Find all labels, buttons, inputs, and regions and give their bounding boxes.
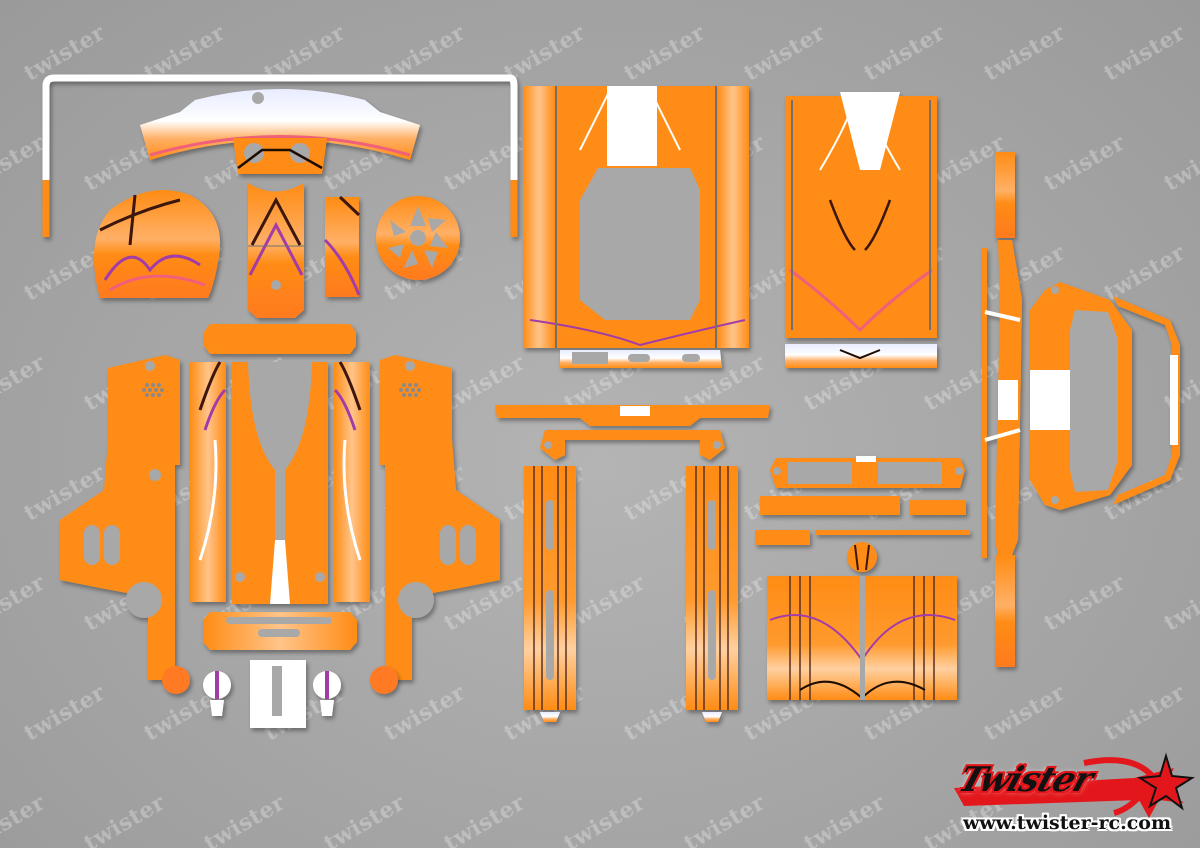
decal-body-panel-right <box>785 92 937 368</box>
decal-goggle-frame <box>770 456 965 488</box>
decal-dome <box>93 190 221 298</box>
decal-right-rail <box>982 152 1022 667</box>
brand-url: www.twister-rc.com <box>962 812 1172 834</box>
decal-right-bumper <box>1030 282 1180 510</box>
speaker-grille-icon <box>399 383 421 397</box>
decal-center-strips <box>190 361 370 604</box>
decal-bar-pieces <box>755 496 970 572</box>
decal-small-pieces <box>162 660 398 728</box>
brand-wordmark: Twister <box>953 760 1098 800</box>
decal-frame-rail <box>42 74 518 237</box>
speaker-grille-icon <box>142 383 164 397</box>
star-swoosh-icon <box>954 752 1196 818</box>
decal-switch-plate <box>233 138 327 174</box>
decal-center-tall <box>248 183 304 318</box>
decal-narrow-strip <box>323 195 361 297</box>
decal-top-arc <box>140 89 420 160</box>
decal-top-bar <box>204 324 356 354</box>
decal-bottom-bar <box>203 612 357 650</box>
decal-right-side-panel <box>380 355 500 680</box>
decal-wheel <box>376 196 460 280</box>
decal-lower-frame <box>495 405 770 460</box>
decal-tall-strip-left <box>524 466 576 722</box>
decal-rear-panel <box>767 576 957 700</box>
decal-left-side-panel <box>60 355 180 680</box>
decal-tall-strip-right <box>686 466 738 722</box>
decal-body-panel-left <box>523 86 749 368</box>
